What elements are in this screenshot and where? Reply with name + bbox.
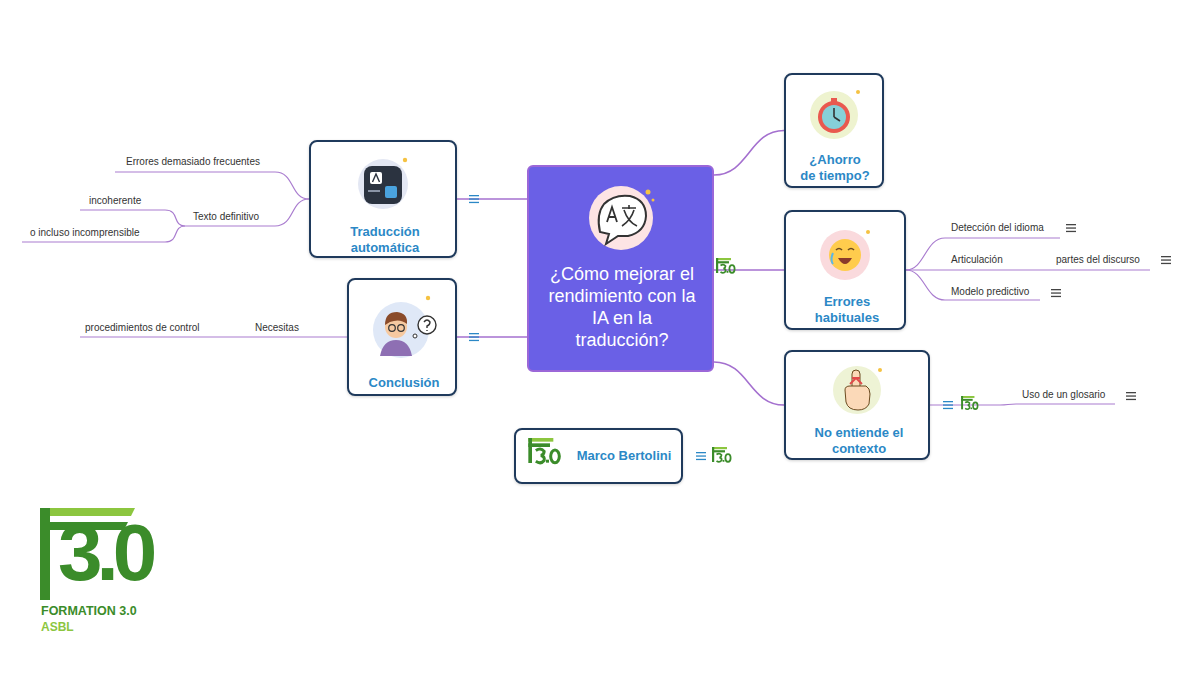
branch-box: Errores habituales (784, 210, 906, 330)
topic-icon (589, 186, 655, 250)
logo-mark: 3.0 (58, 513, 151, 593)
branch-connector (714, 131, 784, 176)
leaf-label: Texto definitivo (193, 211, 259, 223)
leaf-label: Articulación (951, 254, 1003, 266)
author-box: Marco Bertolini (514, 428, 683, 484)
node-text: No entiende el contexto (794, 425, 924, 457)
leaf-label: Modelo predictivo (951, 286, 1029, 298)
leaf-label: Errores demasiado frecuentes (126, 156, 260, 168)
topic-box: ¿Cómo mejorar el rendimiento con la IA e… (527, 165, 714, 372)
node-text: Conclusión (354, 375, 454, 391)
brand-name: FORMATION 3.0 (41, 604, 137, 618)
node-text: Traducción automática (330, 224, 440, 256)
hand-icon (833, 366, 882, 414)
branch-box: No entiende el contexto (784, 350, 930, 460)
leaf-label: procedimientos de control (85, 322, 200, 334)
menu-icons (469, 195, 1171, 460)
leaf-line (906, 270, 1040, 300)
leaf-label: Necesitas (255, 322, 299, 334)
leaf-line (115, 172, 309, 199)
emoji-icon (820, 230, 870, 280)
branch-connector (714, 269, 784, 271)
node-text: ¿Cómo mejorar el rendimiento con la IA e… (547, 263, 697, 351)
leaf-line (906, 238, 1060, 270)
branch-connector (457, 336, 527, 338)
leaf-line (906, 269, 1150, 270)
leaf-line (80, 210, 185, 226)
leaf-label: o incluso incomprensible (30, 227, 140, 239)
brand-suffix: ASBL (41, 620, 74, 634)
node-text: ¿Ahorro de tiempo? (800, 152, 870, 184)
clock-icon (810, 90, 860, 139)
leaf-label: incoherente (89, 195, 141, 207)
branch-connector (457, 198, 527, 200)
leaf-line (80, 336, 347, 337)
connector-group (457, 131, 784, 406)
branch-box: Traducción automática (309, 140, 457, 258)
logo-marks (528, 258, 977, 463)
leaf-label: Uso de un glosario (1022, 389, 1105, 401)
node-text: Errores habituales (802, 294, 892, 326)
leaf-label: Detección del idioma (951, 222, 1044, 234)
leaf-line (185, 199, 309, 226)
branch-box: ¿Ahorro de tiempo? (784, 73, 884, 188)
leaf-line (22, 226, 185, 242)
branch-connector (714, 362, 784, 405)
node-text: Marco Bertolini (568, 448, 680, 464)
person-icon (373, 296, 436, 358)
leaf-line (930, 404, 1115, 405)
branch-box: Conclusión (347, 278, 457, 396)
translate-icon (358, 158, 408, 209)
leaf-label: partes del discurso (1056, 254, 1140, 266)
